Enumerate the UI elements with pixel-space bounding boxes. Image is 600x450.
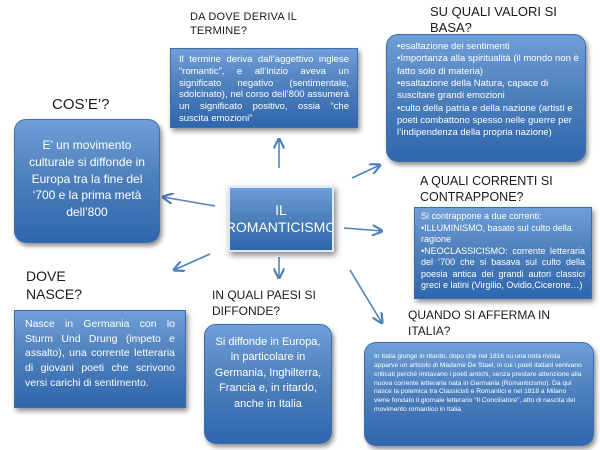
dove-box: Nasce in Germania con lo Sturm Und Drung… [14, 310, 186, 408]
paesi-heading: IN QUALI PAESI SI DIFFONDE? [212, 288, 316, 318]
correnti-heading: A QUALI CORRENTI SI CONTRAPPONE? [420, 174, 553, 204]
italia-heading: QUANDO SI AFFERMA IN ITALIA? [408, 308, 551, 338]
central-topic-box: IL ROMANTICISMO [228, 186, 334, 252]
paesi-box: Si diffonde in Europa, in particolare in… [204, 324, 332, 444]
correnti-item: Si contrappone a due correnti: [421, 211, 542, 221]
arrow-to-cose [163, 197, 216, 207]
arrow-to-correnti [343, 228, 382, 231]
italia-text: In Italia giunge in ritardo, dopo che ne… [374, 353, 582, 414]
valori-item: •esaltazione dei sentimenti [397, 41, 510, 52]
arrow-to-dove [174, 253, 211, 270]
valori-item: •Importanza alla spiritualità (il mondo … [397, 53, 579, 77]
central-topic-title: IL ROMANTICISMO [228, 201, 334, 236]
correnti-box: Si contrappone a due correnti: •ILLUMINI… [414, 207, 592, 299]
dove-text: Nasce in Germania con lo Sturm Und Drung… [25, 318, 175, 389]
italia-box: In Italia giunge in ritardo, dopo che ne… [364, 342, 594, 446]
cose-box: E’ un movimento culturale si diffonde in… [14, 119, 160, 243]
arrow-to-italia [349, 269, 382, 323]
termine-heading: DA DOVE DERIVA IL TERMINE? [190, 11, 297, 37]
dove-heading: DOVE NASCE? [26, 268, 83, 303]
termine-box: Il termine deriva dall’aggettivo inglese… [170, 48, 358, 128]
valori-list: •esaltazione dei sentimenti •Importanza … [397, 41, 579, 140]
termine-text: Il termine deriva dall’aggettivo inglese… [179, 54, 349, 124]
valori-box: •esaltazione dei sentimenti •Importanza … [386, 34, 586, 162]
valori-item: •esaltazione della Natura, capace di sus… [397, 78, 549, 102]
correnti-item: •ILLUMINISMO, basato sul culto della rag… [421, 222, 572, 245]
cose-heading: COS’E’? [52, 96, 110, 113]
cose-text: E’ un movimento culturale si diffonde in… [29, 138, 145, 220]
correnti-list: Si contrappone a due correnti: •ILLUMINI… [421, 211, 585, 292]
correnti-item: •NEOCLASSICISMO: corrente letteraria del… [421, 245, 585, 291]
valori-heading: SU QUALI VALORI SI BASA? [430, 4, 557, 36]
paesi-text: Si diffonde in Europa, in particolare in… [214, 336, 322, 410]
valori-item: •culto della patria e della nazione (art… [397, 102, 573, 139]
arrow-to-valori [351, 165, 380, 179]
